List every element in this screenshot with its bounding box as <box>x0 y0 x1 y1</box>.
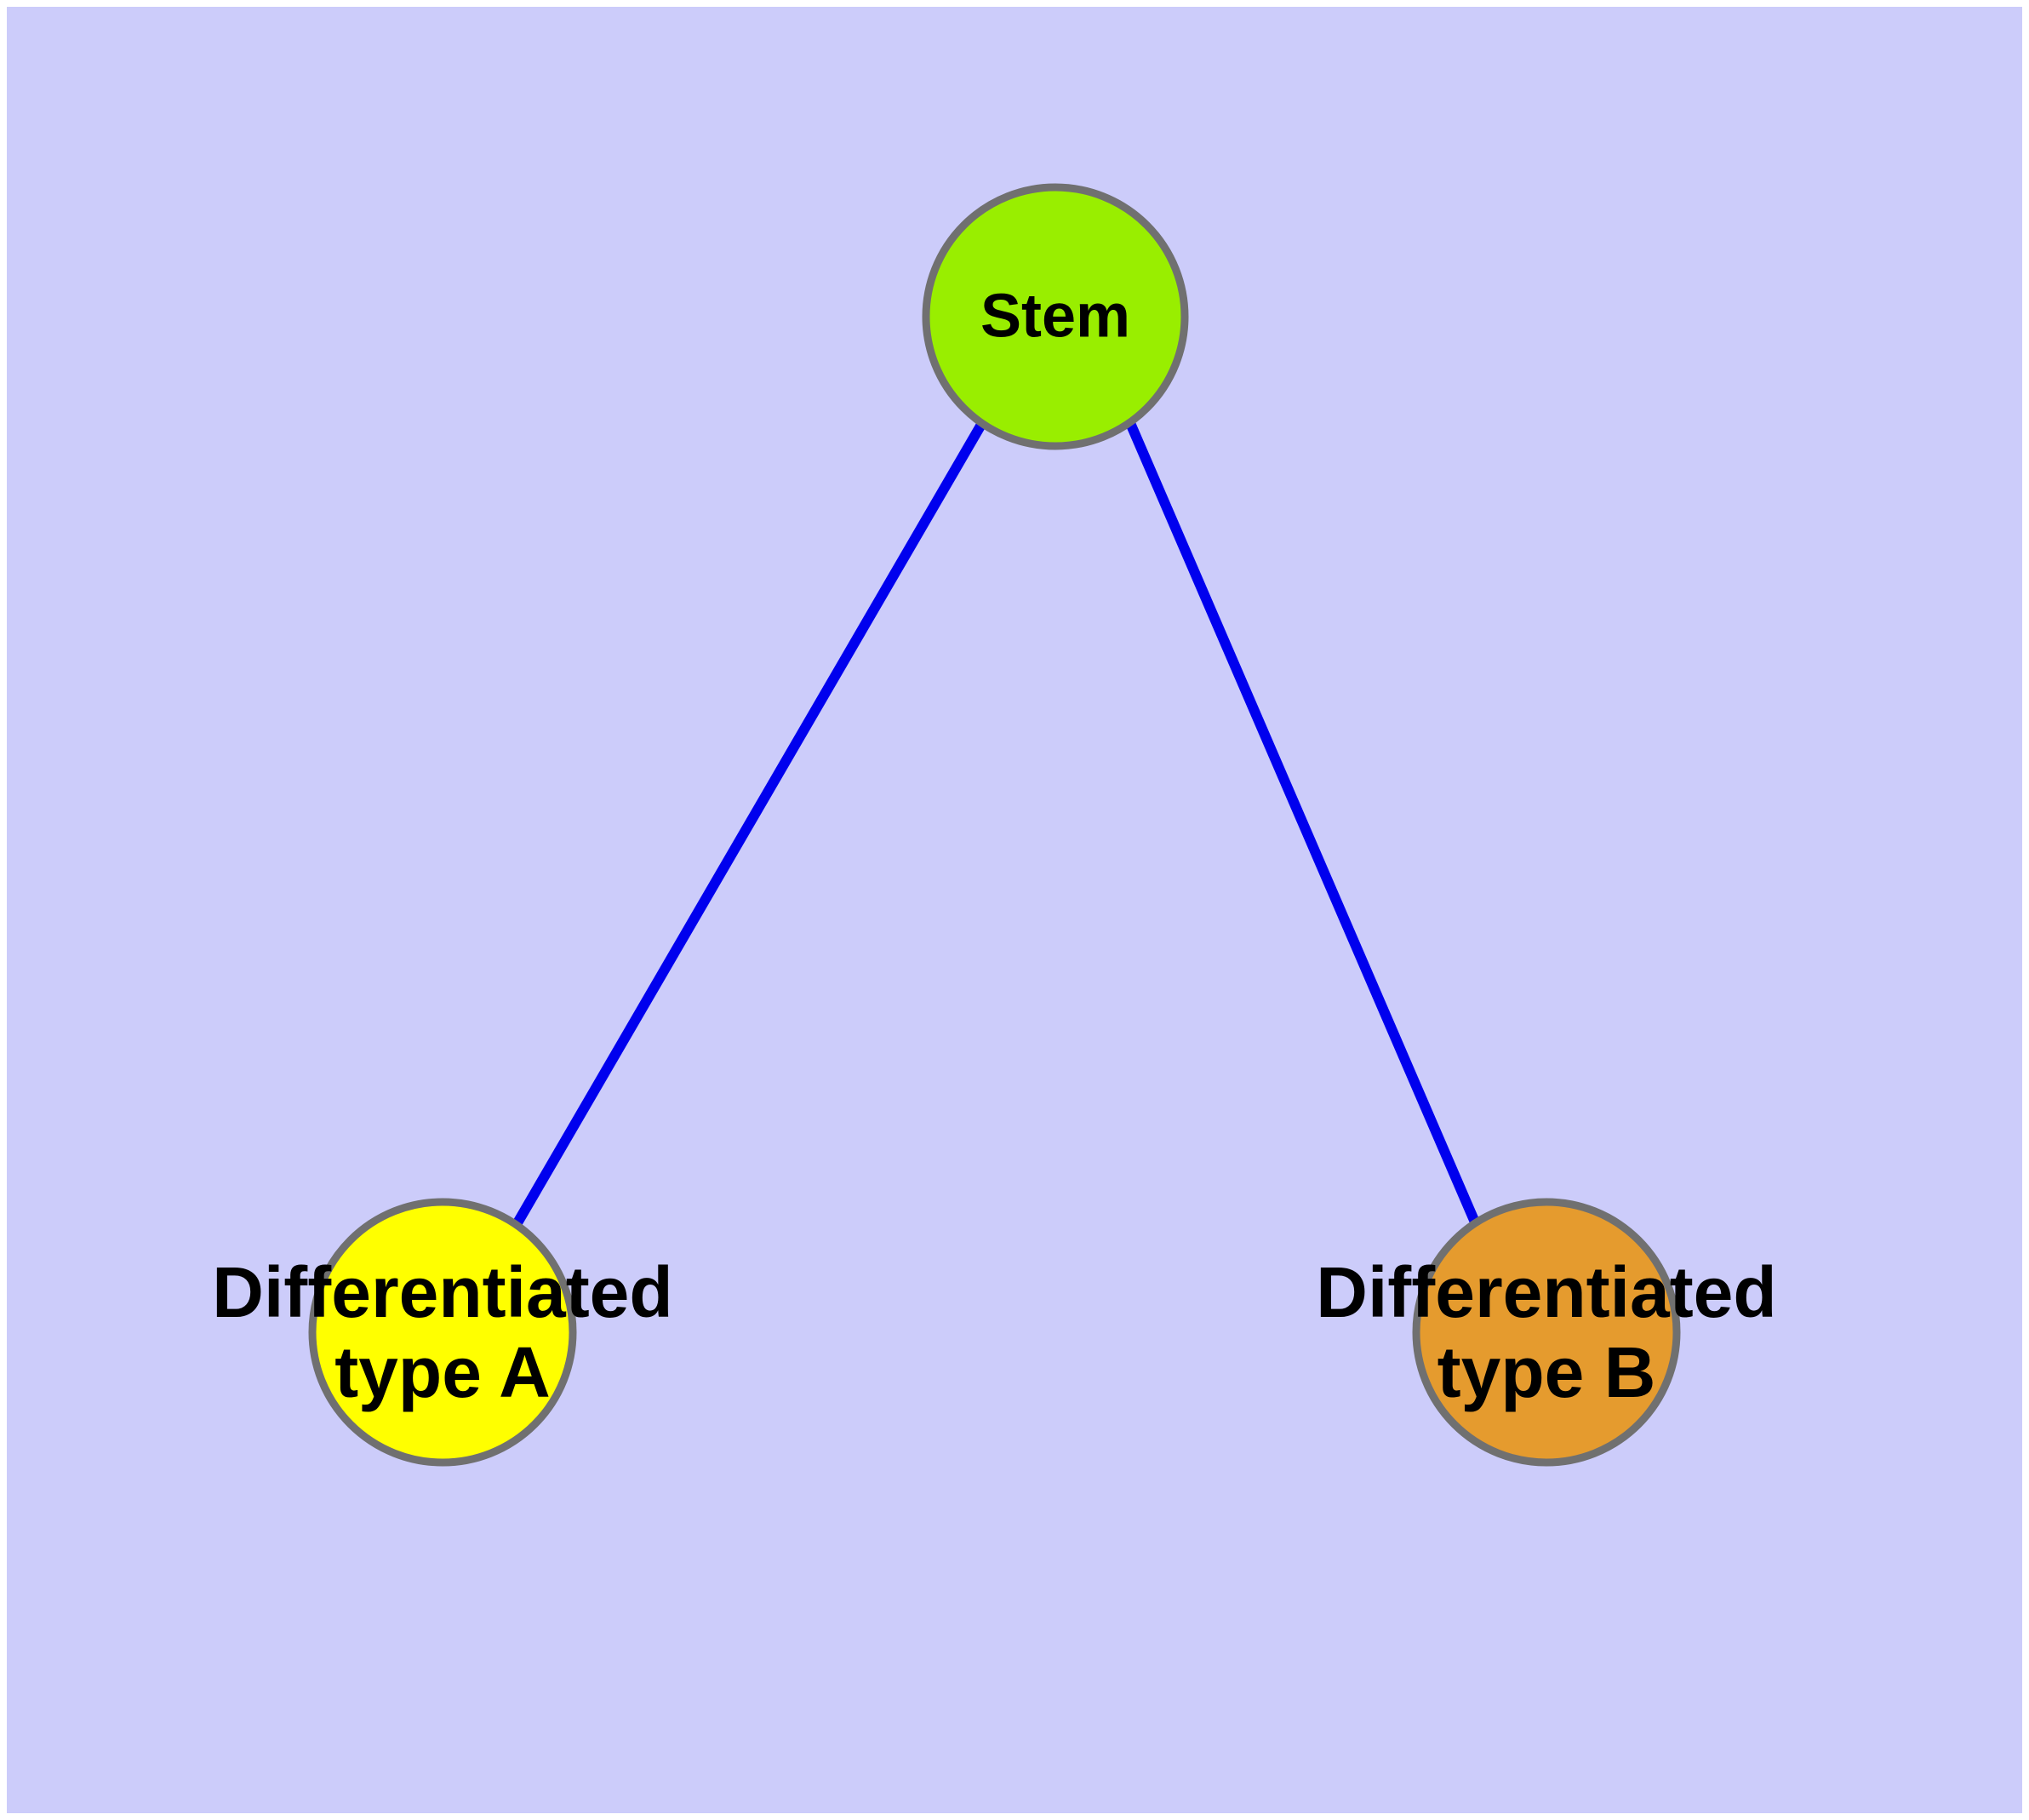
graph-edge-stem-diff_a[interactable] <box>511 420 987 1229</box>
graph-node-diff_a[interactable] <box>308 1198 577 1467</box>
edges-group <box>511 420 1481 1229</box>
graph-node-stem[interactable] <box>922 183 1189 450</box>
graph-svg <box>308 183 1681 1467</box>
graph-edge-stem-diff_b[interactable] <box>1125 421 1481 1227</box>
nodes-group <box>308 183 1681 1467</box>
graph-node-diff_b[interactable] <box>1412 1198 1681 1467</box>
